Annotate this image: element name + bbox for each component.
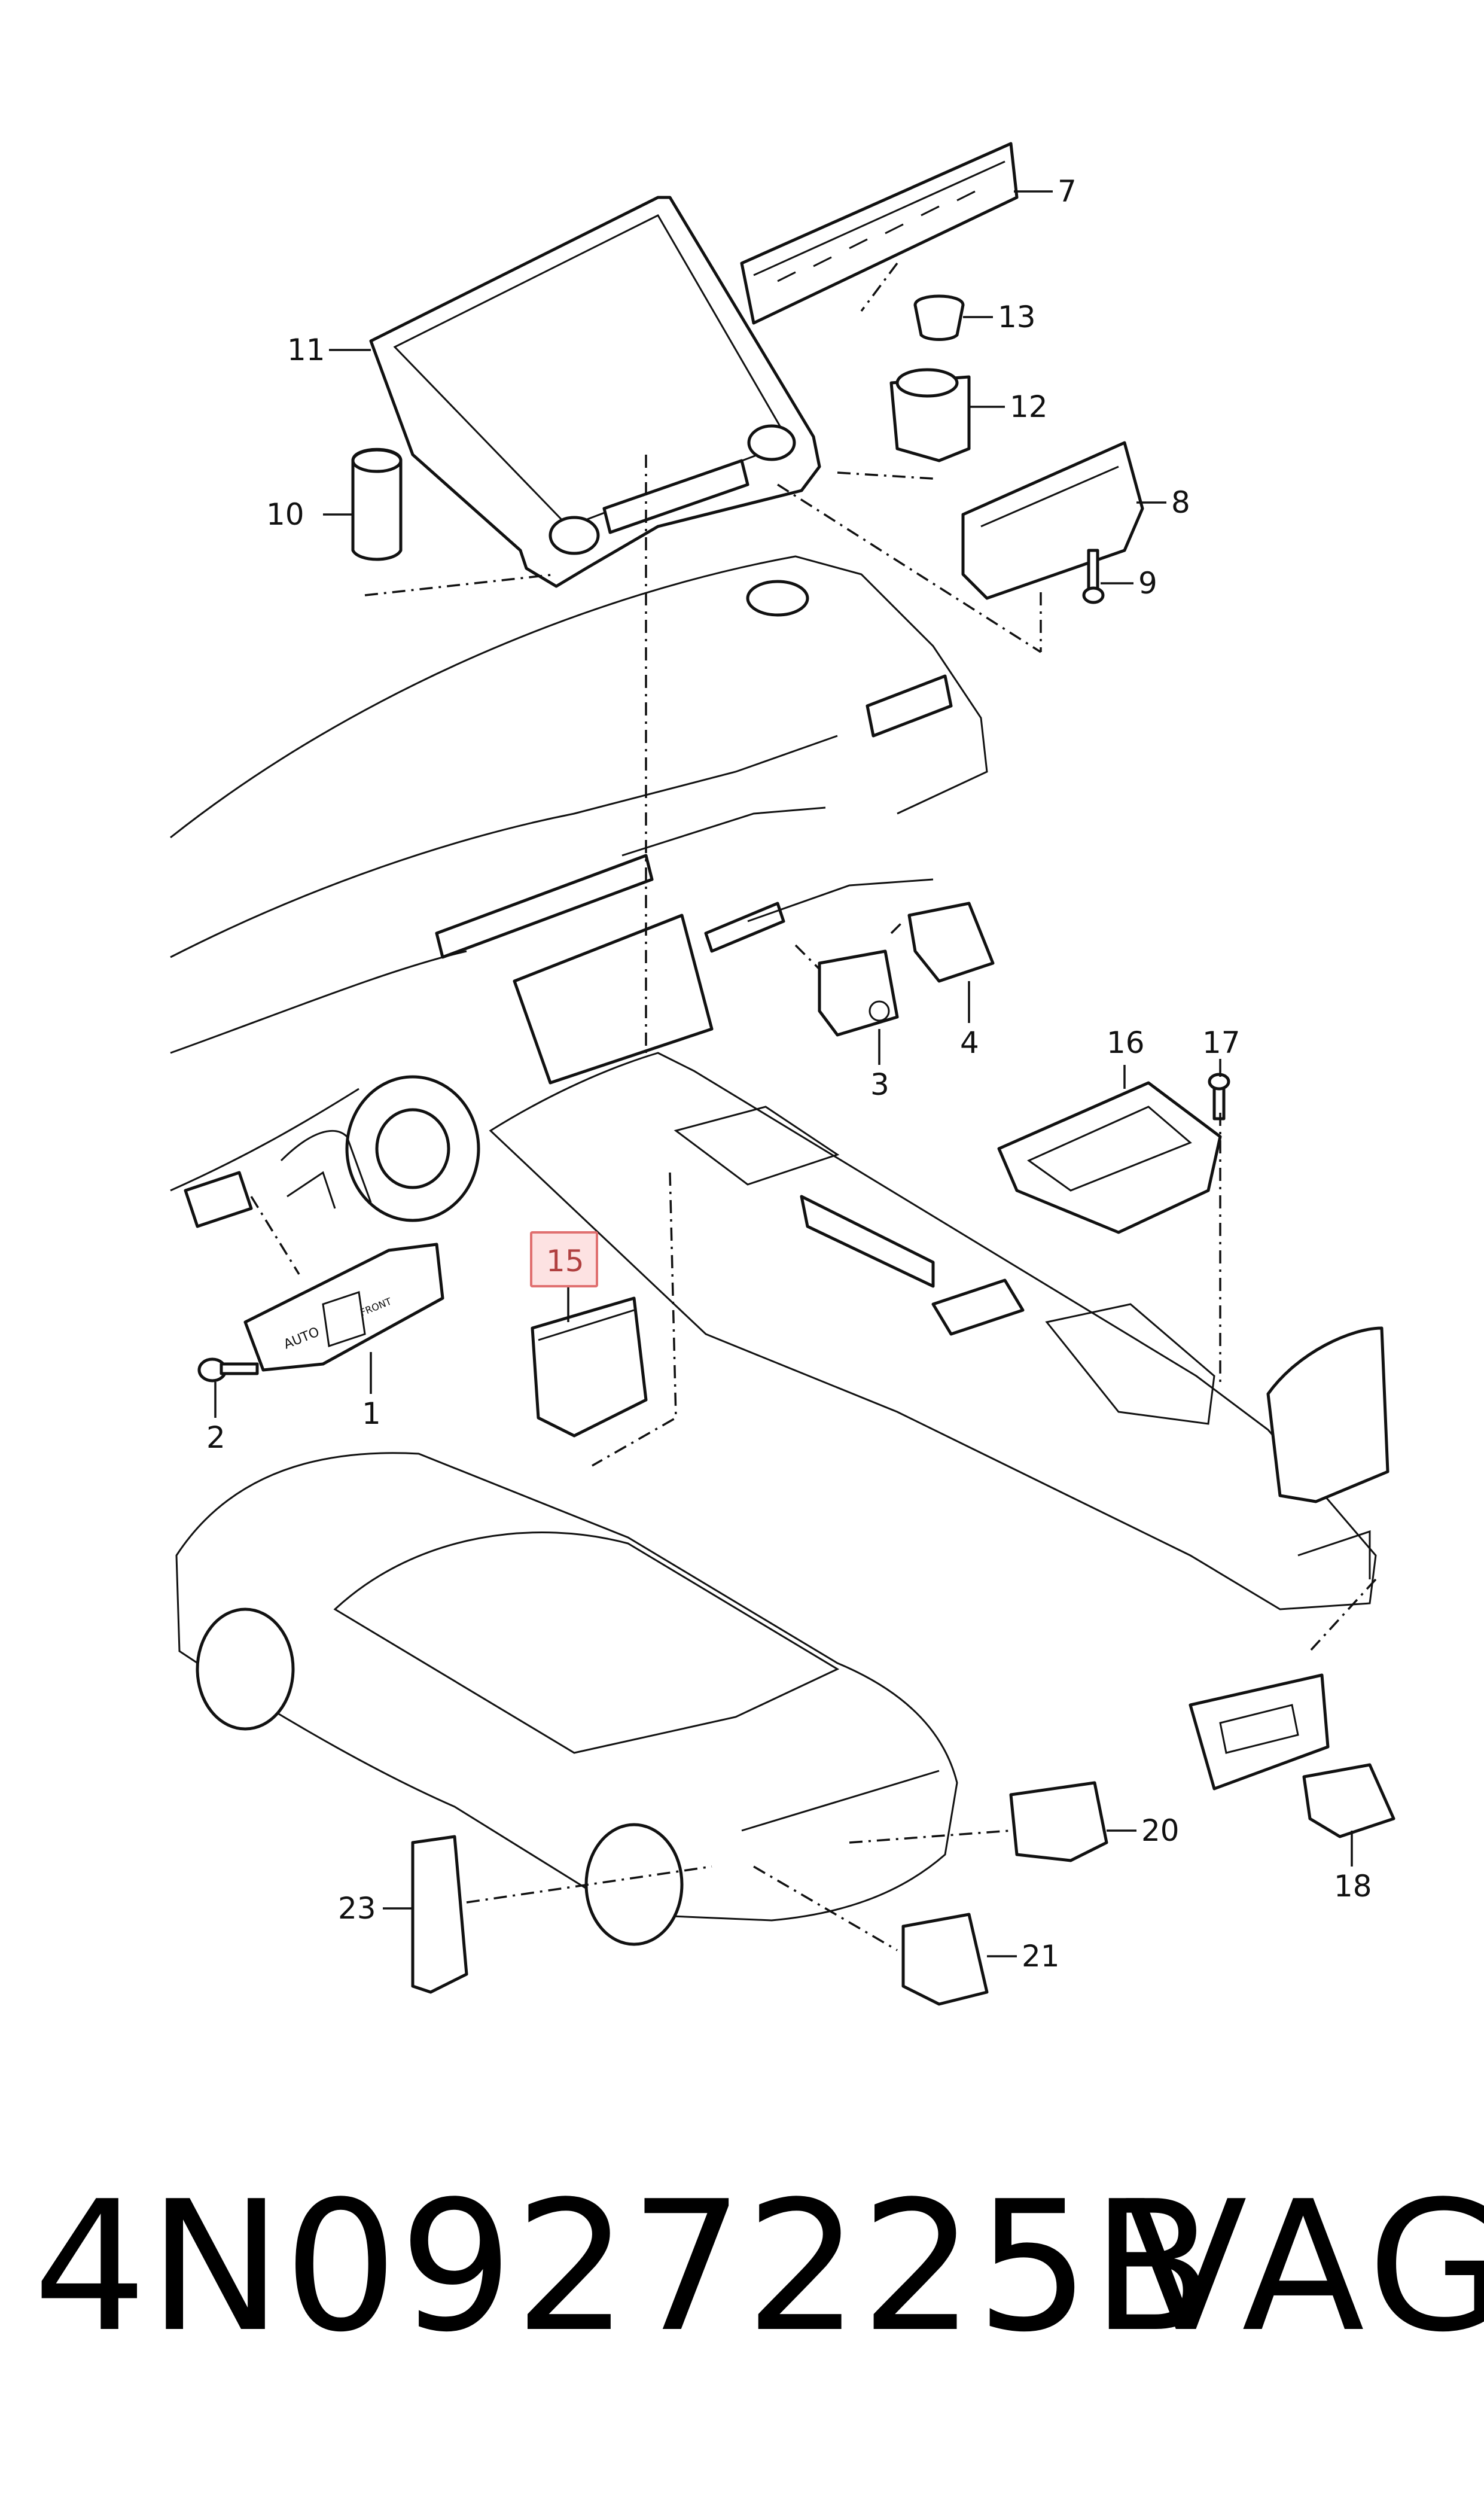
callout-20: 20 — [1141, 1813, 1180, 1848]
callout-23: 23 — [338, 1891, 376, 1926]
rear-console-panel — [1189, 1673, 1330, 1791]
center-console-outline — [489, 1052, 1389, 1610]
part-12-rotary-control — [889, 368, 971, 462]
part-15-switch — [531, 1296, 648, 1438]
part-13-knob-cap — [913, 294, 965, 341]
callout-10: 10 — [266, 497, 304, 532]
part-17-screw — [1208, 1073, 1230, 1121]
part-23-switch — [411, 1835, 468, 1994]
callout-2: 2 — [206, 1420, 226, 1455]
part-number-caption: 4N0927225B — [33, 2163, 1216, 2371]
part-10-push-button — [351, 447, 403, 561]
dashboard-outline — [170, 555, 988, 1228]
callout-13: 13 — [998, 300, 1036, 334]
part-21-switch — [901, 1913, 989, 2006]
brand-caption: VAG — [1125, 2163, 1484, 2371]
callout-15: 15 — [546, 1244, 584, 1278]
part-1-light-switch: AUTO FRONT — [243, 1243, 444, 1372]
callout-17: 17 — [1202, 1025, 1241, 1060]
dashed-position-lines — [250, 262, 1377, 1951]
callout-21: 21 — [1022, 1939, 1060, 1974]
callout-4: 4 — [960, 1025, 979, 1060]
part-18-switch — [1302, 1763, 1395, 1838]
callout-3: 3 — [870, 1067, 889, 1102]
highlight-box-15 — [530, 1231, 598, 1287]
part-8-switch-module — [961, 441, 1144, 600]
part-16-control-module — [997, 1081, 1222, 1234]
callout-16: 16 — [1107, 1025, 1145, 1060]
callout-9: 9 — [1138, 566, 1157, 601]
callout-7: 7 — [1058, 174, 1077, 209]
callout-12: 12 — [1010, 389, 1048, 424]
callout-1: 1 — [362, 1396, 381, 1431]
part-4-switch — [907, 902, 995, 983]
part-2-screw — [197, 1357, 259, 1383]
part-9-screw — [1082, 549, 1105, 604]
part-3-switch — [818, 949, 899, 1037]
callout-8: 8 — [1171, 485, 1190, 520]
part-20-switch — [1009, 1781, 1108, 1862]
callout-numbers: 7 13 12 8 9 10 11 3 4 16 17 1 2 15 18 20… — [206, 174, 1372, 1974]
car-outline — [175, 1452, 958, 1946]
part-11-trim-frame — [369, 196, 821, 588]
leader-lines — [214, 190, 1353, 1957]
part-7-switch-strip — [740, 142, 1019, 325]
exploded-parts-diagram: AUTO FRONT — [170, 142, 1395, 2006]
callout-18: 18 — [1334, 1869, 1372, 1904]
callout-11: 11 — [287, 333, 325, 367]
